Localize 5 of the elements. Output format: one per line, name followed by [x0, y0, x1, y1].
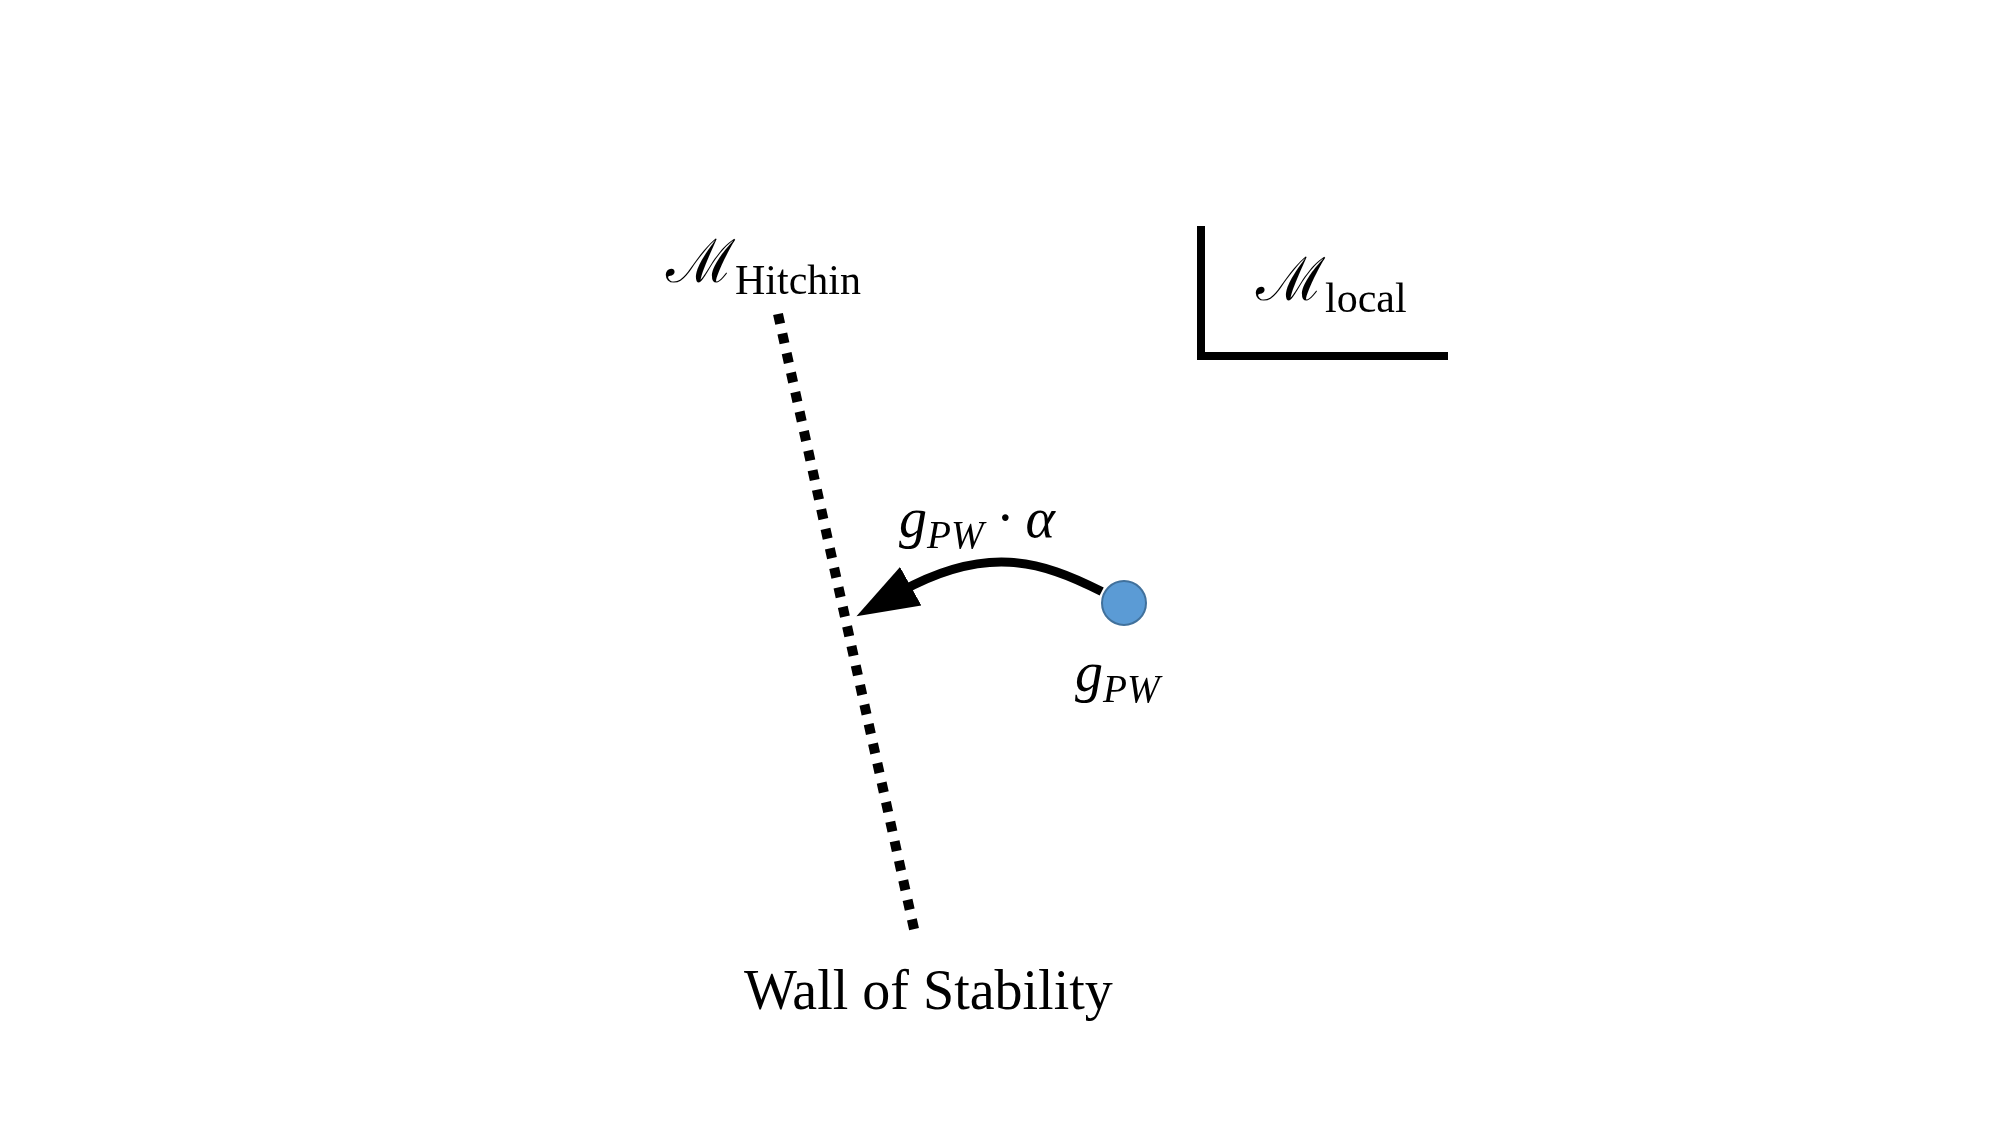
point-dot [1101, 580, 1147, 626]
wall-label: Wall of Stability [744, 958, 1113, 1023]
curved-arrow [855, 557, 1104, 615]
space-label: ℳ$_{local}$ [1256, 246, 1407, 315]
space-label: ℳ$_{Hitchin}$ [666, 228, 861, 297]
